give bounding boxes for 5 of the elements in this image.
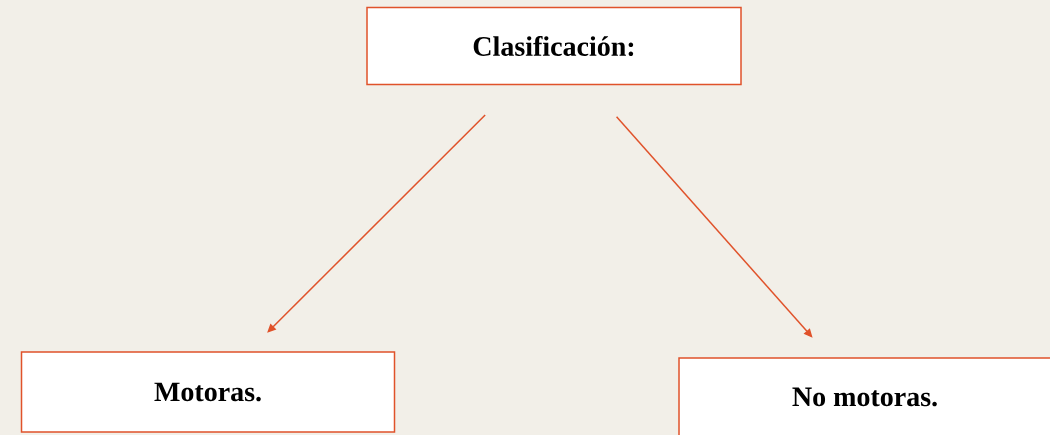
category-box: Motoras. [20,351,396,433]
arrow [267,114,486,333]
arrow [615,115,813,338]
category-box: No motoras. [678,357,1050,435]
category-box: Clasificación: [366,6,742,86]
